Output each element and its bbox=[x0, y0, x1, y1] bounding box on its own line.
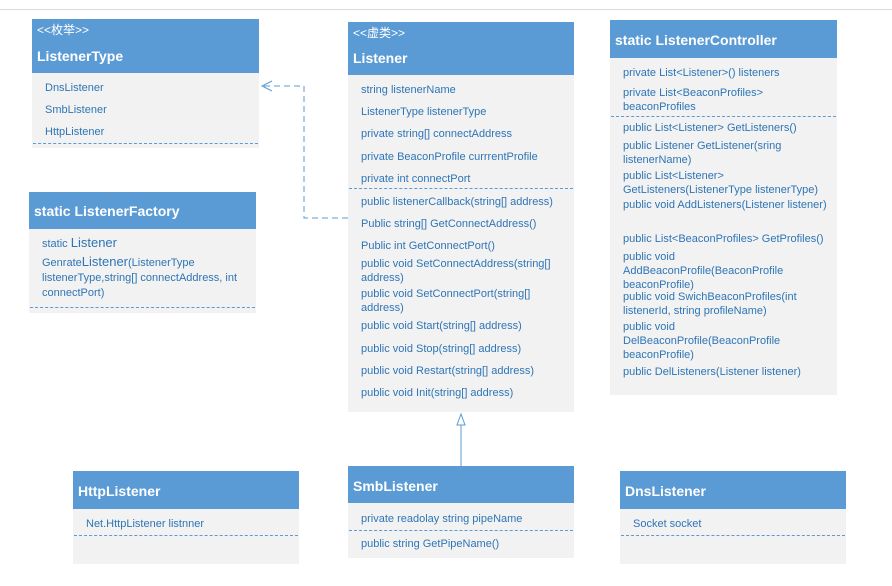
method: public void Start(string[] address) bbox=[361, 320, 522, 332]
class-header: <<虚类>> Listener bbox=[348, 22, 574, 75]
field: HttpListener bbox=[45, 126, 105, 138]
method: Public string[] GetConnectAddress() bbox=[361, 218, 537, 230]
class-listener[interactable]: <<虚类>> Listener string listenerName List… bbox=[348, 22, 574, 412]
methods-section: public listenerCallback(string[] address… bbox=[348, 189, 574, 402]
field: private BeaconProfile currrentProfile bbox=[361, 151, 538, 163]
class-listener-controller[interactable]: static ListenerController private List<L… bbox=[610, 20, 837, 395]
class-name: Listener bbox=[353, 50, 408, 66]
method: public Listener GetListener(sring listen… bbox=[623, 140, 782, 166]
field: Socket socket bbox=[633, 518, 702, 530]
method: Public int GetConnectPort() bbox=[361, 240, 495, 252]
fields-section: private readolay string pipeName bbox=[348, 503, 574, 530]
class-header: static ListenerController bbox=[610, 20, 837, 58]
member-type: Listener bbox=[70, 235, 117, 250]
class-listener-factory[interactable]: static ListenerFactory static Listener G… bbox=[29, 192, 256, 313]
field: private List<BeaconProfiles> beaconProfi… bbox=[623, 87, 764, 113]
method: public void SetConnectPort(string[] addr… bbox=[361, 288, 531, 314]
method: public void DelBeaconProfile(BeaconProfi… bbox=[623, 321, 781, 361]
member-prefix: static bbox=[42, 238, 71, 250]
class-smb-listener[interactable]: SmbListener private readolay string pipe… bbox=[348, 466, 574, 558]
method: public DelListeners(Listener listener) bbox=[623, 366, 801, 378]
section-divider bbox=[349, 530, 573, 531]
fields-section: string listenerName ListenerType listene… bbox=[348, 75, 574, 188]
section-divider bbox=[33, 143, 258, 144]
stereotype-label: <<枚举>> bbox=[37, 23, 90, 37]
dependency-arrow-line bbox=[262, 85, 348, 219]
field: string listenerName bbox=[361, 84, 456, 96]
field: private List<Listener>() listeners bbox=[623, 67, 780, 79]
method: public void SetConnectAddress(string[] a… bbox=[361, 258, 551, 284]
members-section: static Listener GenrateListener(Listener… bbox=[29, 229, 256, 301]
field: ListenerType listenerType bbox=[361, 106, 487, 118]
field: DnsListener bbox=[45, 82, 104, 94]
member-prefix: Genrate bbox=[42, 257, 82, 269]
class-header: static ListenerFactory bbox=[29, 192, 256, 229]
class-header: DnsListener bbox=[620, 471, 846, 509]
method: public string GetPipeName() bbox=[361, 538, 500, 550]
section-divider bbox=[74, 535, 298, 536]
class-name: static ListenerController bbox=[615, 32, 777, 48]
fields-section: Net.HttpListener listnner bbox=[73, 509, 299, 535]
method: public void SwichBeaconProfiles(int list… bbox=[623, 291, 797, 317]
field: private string[] connectAddress bbox=[361, 128, 513, 140]
methods-section: public List<Listener> GetListeners() pub… bbox=[610, 117, 837, 381]
class-dns-listener[interactable]: DnsListener Socket socket bbox=[620, 471, 846, 564]
top-divider bbox=[0, 9, 892, 10]
method: public List<BeaconProfiles> GetProfiles(… bbox=[623, 233, 824, 245]
fields-section: private List<Listener>() listeners priva… bbox=[610, 58, 837, 116]
method: public void Init(string[] address) bbox=[361, 387, 514, 399]
stereotype-label: <<虚类>> bbox=[353, 26, 406, 40]
method: public void AddListeners(Listener listen… bbox=[623, 199, 827, 211]
class-http-listener[interactable]: HttpListener Net.HttpListener listnner bbox=[73, 471, 299, 564]
dependency-arrow-head bbox=[260, 80, 273, 92]
section-divider bbox=[611, 116, 836, 117]
method: public List<Listener> GetListeners(Liste… bbox=[623, 170, 819, 196]
class-name: ListenerType bbox=[37, 48, 124, 64]
member-suffix: (ListenerType listenerType,string[] conn… bbox=[42, 257, 238, 299]
member: static Listener bbox=[42, 236, 248, 254]
class-listener-type[interactable]: <<枚举>> ListenerType DnsListener SmbListe… bbox=[32, 19, 259, 148]
class-name: SmbListener bbox=[353, 478, 438, 494]
method: public List<Listener> GetListeners() bbox=[623, 122, 797, 134]
section-divider bbox=[621, 535, 845, 536]
field: SmbListener bbox=[45, 104, 107, 116]
fields-section: DnsListener SmbListener HttpListener bbox=[32, 73, 259, 141]
section-divider bbox=[30, 307, 255, 308]
field: private readolay string pipeName bbox=[361, 513, 523, 525]
section-divider bbox=[349, 188, 573, 189]
class-header: <<枚举>> ListenerType bbox=[32, 19, 259, 73]
member-type: Listener bbox=[81, 254, 128, 269]
member: GenrateListener(ListenerType listenerTyp… bbox=[42, 254, 248, 301]
method: public void Stop(string[] address) bbox=[361, 343, 522, 355]
method: public void Restart(string[] address) bbox=[361, 365, 535, 377]
methods-section: public string GetPipeName() bbox=[348, 531, 574, 553]
fields-section: Socket socket bbox=[620, 509, 846, 535]
field: Net.HttpListener listnner bbox=[86, 518, 204, 530]
class-name: HttpListener bbox=[78, 483, 161, 499]
field: private int connectPort bbox=[361, 173, 471, 185]
inheritance-arrow-head bbox=[456, 412, 466, 426]
class-header: SmbListener bbox=[348, 466, 574, 503]
method: public listenerCallback(string[] address… bbox=[361, 196, 553, 208]
class-header: HttpListener bbox=[73, 471, 299, 509]
class-name: static ListenerFactory bbox=[34, 203, 180, 219]
class-name: DnsListener bbox=[625, 483, 706, 499]
method: public void AddBeaconProfile(BeaconProfi… bbox=[623, 251, 784, 291]
